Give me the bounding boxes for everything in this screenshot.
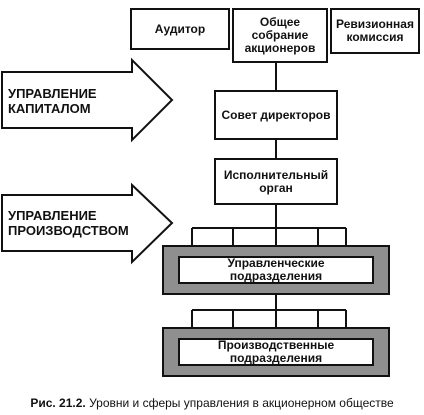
executive-body-box: Исполнительный орган	[214, 158, 338, 205]
figure-caption: Рис. 21.2. Уровни и сферы управления в а…	[0, 396, 424, 410]
production-units-box: Производственные подразделения	[178, 338, 374, 366]
auditor-box: Аудитор	[130, 8, 230, 50]
arrow-production-icon	[1, 182, 174, 265]
audit-commission-box: Ревизионная комиссия	[330, 8, 420, 54]
arrow-capital-icon	[1, 57, 174, 143]
label-capital-management: УПРАВЛЕНИЕ КАПИТАЛОМ	[8, 86, 97, 116]
management-units-box: Управленческие подразделения	[178, 256, 374, 284]
general-meeting-box: Общее собрание акционеров	[232, 8, 328, 63]
board-of-directors-box: Совет директоров	[214, 90, 338, 140]
caption-prefix: Рис. 21.2.	[30, 396, 86, 410]
label-production-management: УПРАВЛЕНИЕ ПРОИЗВОДСТВОМ	[8, 208, 129, 238]
caption-text: Уровни и сферы управления в акционерном …	[89, 396, 394, 410]
